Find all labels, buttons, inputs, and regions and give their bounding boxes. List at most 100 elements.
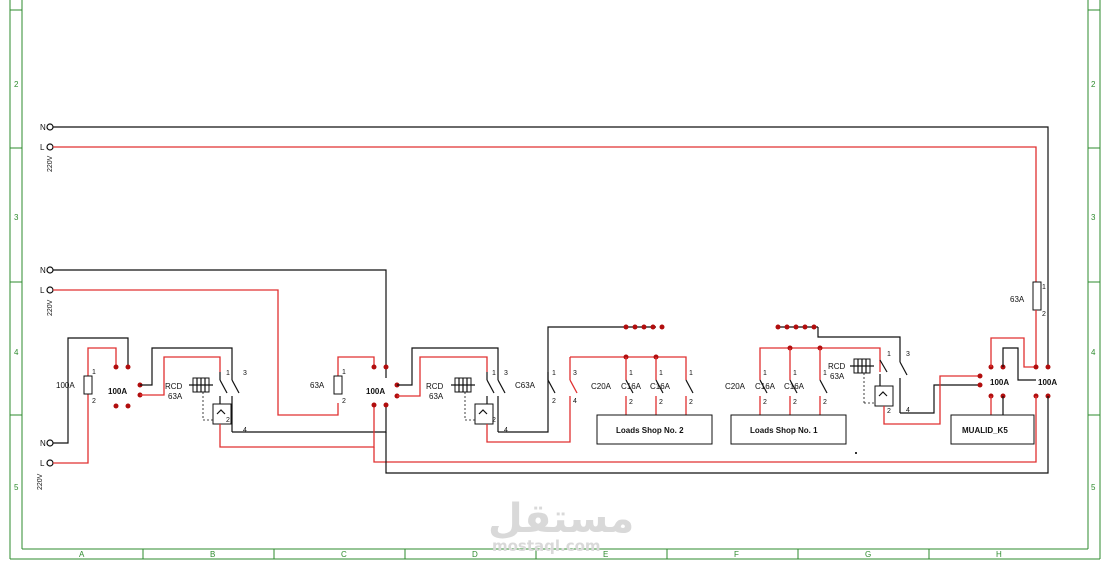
supply-bottom-n: N bbox=[40, 439, 46, 448]
mcb-c63a-t4: 4 bbox=[573, 398, 577, 405]
right-fuse bbox=[1032, 281, 1042, 311]
shop-2-loads-box bbox=[596, 414, 713, 445]
shop-2-loads-label: Loads Shop No. 2 bbox=[616, 426, 684, 435]
supply-top-l: L bbox=[40, 143, 45, 152]
sub-fuse-t2: 2 bbox=[342, 398, 346, 405]
shop-2-breaker-1-t2: 2 bbox=[629, 399, 633, 406]
right-breaker-a-label: 100A bbox=[990, 378, 1009, 387]
row-label-right-5: 5 bbox=[1091, 483, 1096, 492]
shop-1-loads-box bbox=[730, 414, 847, 445]
shop-1-breaker-3-t2: 2 bbox=[823, 399, 827, 406]
col-label-a: A bbox=[79, 550, 85, 559]
shop-1-breaker-3-label: C16A bbox=[784, 382, 805, 391]
rcd-2-symbol bbox=[451, 372, 506, 432]
shop-1-neutral-bus bbox=[775, 324, 818, 330]
shop-1-breaker-1-label: C20A bbox=[725, 382, 746, 391]
supply-top-n: N bbox=[40, 123, 46, 132]
rcd-2-t1: 1 bbox=[492, 370, 496, 377]
rcd-2-t3: 3 bbox=[504, 370, 508, 377]
main-fuse-t2: 2 bbox=[92, 398, 96, 405]
shop-1-breaker-2-t2: 2 bbox=[793, 399, 797, 406]
row-label-right-3: 3 bbox=[1091, 213, 1096, 222]
shop-2-neutral-bus bbox=[623, 324, 665, 330]
main-breaker-label: 100A bbox=[108, 387, 127, 396]
shop-1-breaker-1-t2: 2 bbox=[763, 399, 767, 406]
rcd-1-t1: 1 bbox=[226, 370, 230, 377]
right-breaker-b-terminals bbox=[1033, 364, 1051, 399]
col-label-g: G bbox=[865, 550, 871, 559]
shop-1-breaker-2-t1: 1 bbox=[793, 370, 797, 377]
supply-top bbox=[46, 123, 1049, 282]
drawing-frame bbox=[9, 0, 1101, 560]
rcd-3-t4: 4 bbox=[906, 407, 910, 414]
stray-mark bbox=[855, 452, 857, 454]
rcd-1-t2: 2 bbox=[226, 417, 230, 424]
shop-1-breakers bbox=[759, 345, 828, 415]
shop-2-breaker-2-t2: 2 bbox=[659, 399, 663, 406]
col-label-h: H bbox=[996, 550, 1002, 559]
row-label-left-5: 5 bbox=[14, 483, 19, 492]
sub-fuse-label: 63A bbox=[310, 381, 325, 390]
rcd-3-t3: 3 bbox=[906, 351, 910, 358]
rcd-1-symbol bbox=[189, 372, 240, 432]
shop-1-breaker-1-t1: 1 bbox=[763, 370, 767, 377]
supply-bottom-l: L bbox=[40, 459, 45, 468]
main-fuse-label: 100A bbox=[56, 381, 75, 390]
sub-fuse-t1: 1 bbox=[342, 369, 346, 376]
supply-bottom-voltage: 220V bbox=[37, 473, 44, 490]
supply-middle-n: N bbox=[40, 266, 46, 275]
shop-2-breaker-3-label: C16A bbox=[650, 382, 671, 391]
mualid-k5-box bbox=[950, 414, 1035, 445]
shop-2-breaker-2-t1: 1 bbox=[659, 370, 663, 377]
shop-1-loads-label: Loads Shop No. 1 bbox=[750, 426, 818, 435]
col-label-b: B bbox=[210, 550, 215, 559]
rcd-3-name: RCD bbox=[828, 362, 846, 371]
right-breaker-b-label: 100A bbox=[1038, 378, 1057, 387]
supply-middle bbox=[46, 266, 387, 416]
rcd-1-name: RCD bbox=[165, 382, 183, 391]
supply-bottom bbox=[46, 337, 129, 467]
sub-breaker-label: 100A bbox=[366, 387, 385, 396]
mcb-c63a-t2: 2 bbox=[552, 398, 556, 405]
rcd-3-t1: 1 bbox=[887, 351, 891, 358]
col-label-f: F bbox=[734, 550, 739, 559]
mcb-c63a-t1: 1 bbox=[552, 370, 556, 377]
rcd-2-rating: 63A bbox=[429, 392, 444, 401]
col-label-d: D bbox=[472, 550, 478, 559]
supply-middle-l: L bbox=[40, 286, 45, 295]
shop-2-breaker-1-label: C20A bbox=[591, 382, 612, 391]
shop-2-breaker-3-t1: 1 bbox=[689, 370, 693, 377]
main-fuse bbox=[83, 375, 93, 395]
row-label-right-2: 2 bbox=[1091, 80, 1096, 89]
rcd-1-t4: 4 bbox=[243, 427, 247, 434]
rcd-1-t3: 3 bbox=[243, 370, 247, 377]
right-fuse-t1: 1 bbox=[1042, 284, 1046, 291]
right-fuse-label: 63A bbox=[1010, 295, 1025, 304]
watermark-arabic: مستقل bbox=[488, 496, 634, 542]
mualid-k5-label: MUALID_K5 bbox=[962, 426, 1008, 435]
watermark-latin: mostaql.com bbox=[492, 537, 601, 555]
rcd-1-rating: 63A bbox=[168, 392, 183, 401]
rcd-3-rating: 63A bbox=[830, 372, 845, 381]
main-fuse-t1: 1 bbox=[92, 369, 96, 376]
right-fuse-t2: 2 bbox=[1042, 311, 1046, 318]
shop-2-breakers bbox=[623, 354, 694, 415]
mcb-c63a-symbol bbox=[547, 357, 578, 394]
shop-2-breaker-1-t1: 1 bbox=[629, 370, 633, 377]
row-label-left-2: 2 bbox=[14, 80, 19, 89]
mcb-c63a-t3: 3 bbox=[573, 370, 577, 377]
rcd-2-t2: 2 bbox=[492, 417, 496, 424]
col-label-e: E bbox=[603, 550, 608, 559]
row-label-left-4: 4 bbox=[14, 348, 19, 357]
shop-1-breaker-3-t1: 1 bbox=[823, 370, 827, 377]
rcd-3-t2: 2 bbox=[887, 408, 891, 415]
supply-top-voltage: 220V bbox=[47, 155, 54, 172]
shop-1-breaker-2-label: C16A bbox=[755, 382, 776, 391]
mcb-c63a-label: C63A bbox=[515, 381, 536, 390]
sub-fuse bbox=[333, 375, 343, 395]
rcd-3-symbol bbox=[850, 348, 908, 413]
col-label-c: C bbox=[341, 550, 347, 559]
rcd-2-t4: 4 bbox=[504, 427, 508, 434]
supply-middle-voltage: 220V bbox=[47, 299, 54, 316]
